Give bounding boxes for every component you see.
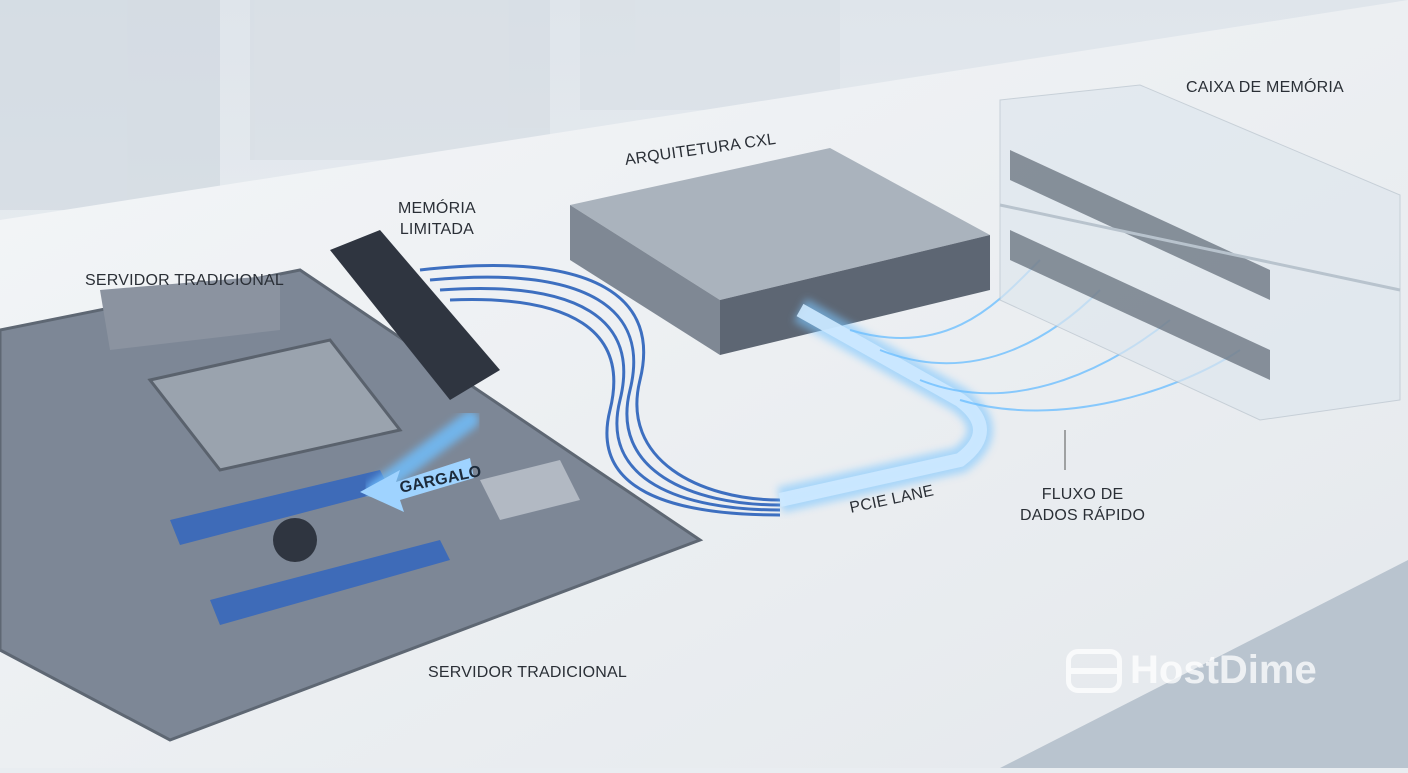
label-servidor-tradicional-bottom: SERVIDOR TRADICIONAL: [428, 664, 628, 681]
label-fluxo-line2: DADOS RÁPIDO: [1020, 507, 1146, 524]
label-memoria-limitada: MEMÓRIA LIMITADA: [398, 198, 476, 240]
memory-box: [999, 84, 1401, 421]
cxl-server: [570, 148, 990, 355]
hostdime-watermark: HostDime: [1066, 648, 1317, 693]
chipset: [480, 460, 580, 520]
window-panes: [0, 0, 840, 210]
table-edge: [1000, 560, 1408, 768]
pcie-slot-1: [170, 470, 390, 545]
label-servidor-tradicional-top: SERVIDOR TRADICIONAL: [85, 272, 285, 289]
pcie-slot-2: [210, 540, 450, 625]
watermark-text: HostDime: [1130, 648, 1317, 692]
cmos-battery: [273, 518, 317, 562]
cables: [419, 264, 781, 517]
label-memoria-limitada-line2: LIMITADA: [399, 221, 475, 238]
motherboard: [0, 230, 704, 742]
label-fluxo-de-dados: FLUXO DE DADOS RÁPIDO: [1020, 484, 1145, 526]
gargalo-arrow: [360, 458, 474, 512]
cpu-socket: [147, 338, 403, 472]
label-caixa-de-memoria: CAIXA DE MEMÓRIA: [1186, 79, 1344, 96]
hostdime-logo-icon: [1066, 648, 1122, 693]
pcie-lane: [777, 298, 993, 513]
heatsink: [100, 275, 280, 350]
label-fluxo-line1: FLUXO DE: [1041, 486, 1124, 503]
ram-sticks: [330, 230, 500, 400]
label-memoria-limitada-line1: MEMÓRIA: [398, 200, 476, 217]
